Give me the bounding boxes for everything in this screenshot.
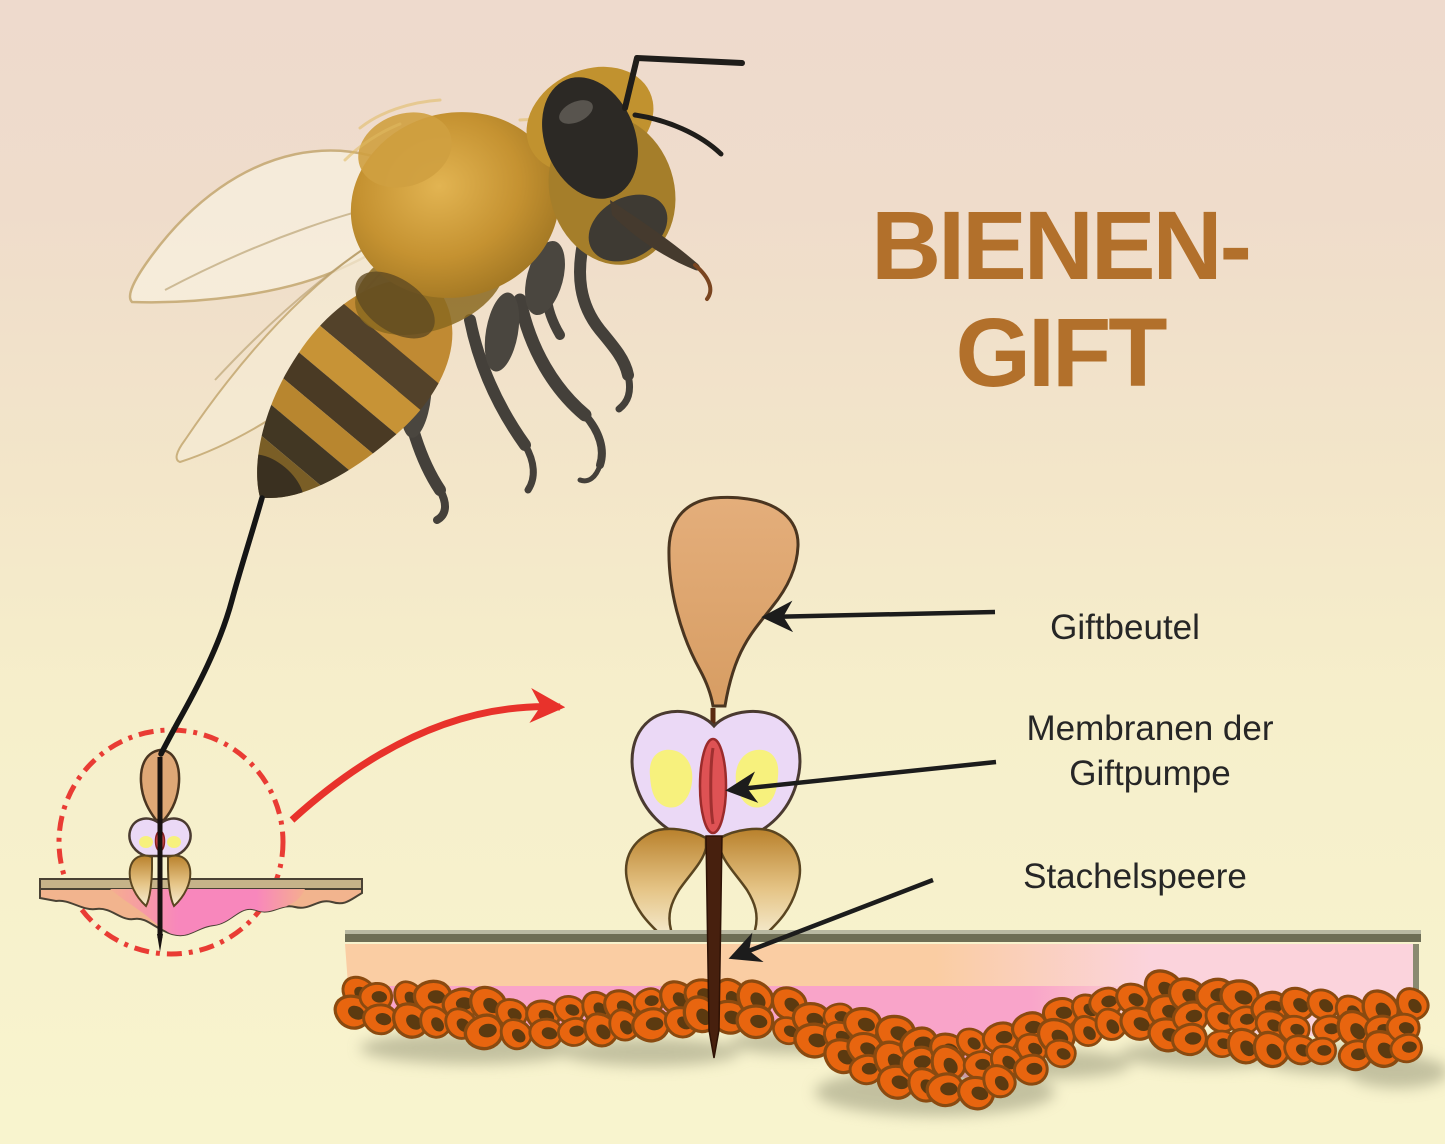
sting-shaft	[705, 835, 723, 1059]
title-line-1: BIENEN-	[871, 191, 1252, 300]
label-membranen-line-1: Membranen der	[1026, 709, 1274, 748]
mini-plate-right	[167, 854, 192, 908]
magnifier-circle	[56, 727, 286, 957]
magnified-inset	[39, 748, 363, 952]
bee-legs	[394, 229, 634, 524]
mini-plate-left	[128, 854, 153, 908]
sting-apparatus	[624, 495, 802, 940]
bee-proboscis	[610, 200, 701, 271]
skin-surface-highlight	[345, 930, 1421, 934]
skin-band-right-edge	[1413, 944, 1419, 1006]
venom-sac-illustration	[667, 495, 800, 708]
bee-antenna-2	[632, 112, 724, 157]
stachelspeere-arrow	[728, 877, 934, 963]
muscle-plate-right	[718, 827, 802, 940]
giftbeutel-arrow	[761, 600, 996, 633]
skin-surface-line	[345, 934, 1421, 942]
page-title: BIENEN- GIFT	[845, 191, 1275, 407]
mini-skin-surface	[39, 878, 363, 890]
label-membranen-der-giftpumpe: Membranen der Giftpumpe	[975, 707, 1325, 797]
bee-photo	[128, 55, 745, 541]
bee-head	[526, 55, 745, 301]
skin-cross-section	[332, 930, 1445, 1116]
bee-antenna	[622, 55, 745, 111]
label-giftbeutel: Giftbeutel	[1050, 608, 1200, 647]
membranen-arrow	[725, 759, 997, 803]
membrane-yellow-left	[649, 749, 693, 808]
title-line-2: GIFT	[955, 297, 1168, 407]
muscle-plate-left	[624, 827, 708, 940]
stinger-filament	[158, 495, 265, 757]
label-membranen-line-2: Giftpumpe	[1069, 753, 1231, 793]
zoom-arrow	[289, 688, 566, 823]
membrane-yellow-right	[735, 749, 779, 808]
bee-thorax	[343, 98, 577, 339]
label-stachelspeere: Stachelspeere	[1023, 857, 1247, 896]
